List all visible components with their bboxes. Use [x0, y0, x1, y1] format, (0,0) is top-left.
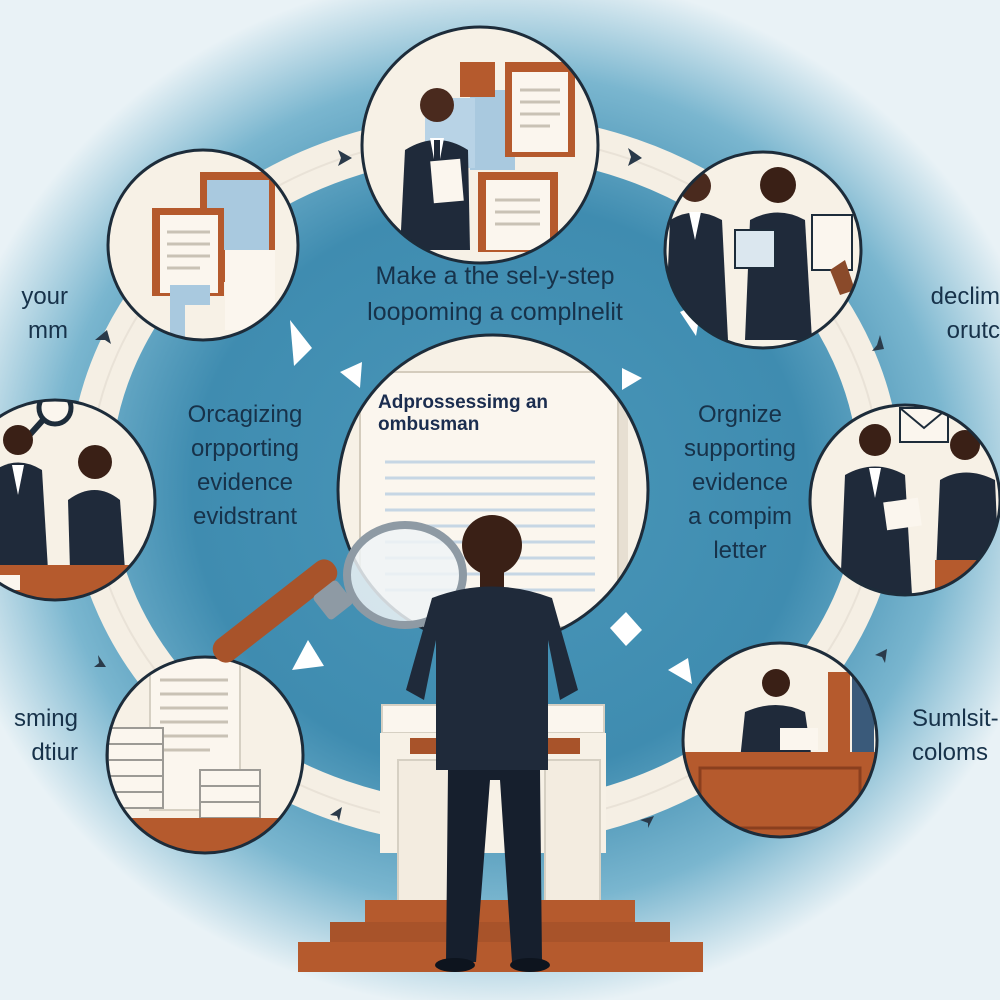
edge-label-right-bottom: Sumlsit- coloms	[912, 702, 1000, 770]
center-heading: Make a the sel-y-step loopoming a compln…	[330, 258, 660, 330]
center-heading-line: loopoming a complnelit	[367, 298, 623, 326]
edge-label-line: dtiur	[31, 739, 78, 766]
step-illustration-paperwork	[105, 655, 305, 855]
edge-label-line: mm	[28, 317, 68, 344]
edge-label-right-top: declim orutc	[918, 280, 1000, 348]
left-step-label-line: Orcagizing	[187, 401, 303, 428]
edge-label-line: orutc	[946, 317, 1000, 344]
left-step-label-line: evidence	[196, 469, 294, 496]
edge-label-line: declim	[930, 283, 1000, 310]
edge-label-left-bottom: sming dtiur	[0, 702, 78, 770]
arrow-icon	[330, 807, 342, 821]
left-step-label: Orcagizing orpporting evidence evidstran…	[165, 398, 325, 534]
right-step-label-line: evidence	[691, 469, 789, 496]
edge-label-line: Sumlsit-	[912, 705, 999, 732]
edge-label-line: your	[21, 283, 68, 310]
center-heading-line: Make a the sel-y-step	[375, 262, 615, 290]
center-arrow-marks	[290, 302, 702, 684]
right-step-label-line: Orgnize	[697, 401, 783, 428]
arrow-icon	[95, 330, 111, 344]
presenter-figure	[406, 515, 578, 972]
arrow-icon	[338, 150, 352, 166]
step-illustration-letter	[808, 403, 1000, 597]
step-illustration-submit	[681, 641, 879, 839]
arrow-icon	[640, 816, 654, 828]
document-title: Adprossessimg an ombusman	[378, 392, 588, 436]
right-step-label-line: supporting	[683, 435, 797, 462]
edge-label-line: sming	[13, 705, 78, 732]
left-step-label-line: orpporting	[190, 435, 300, 462]
arrow-icon	[628, 148, 642, 166]
right-step-label-line: letter	[713, 537, 767, 564]
step-illustration-documents	[106, 148, 300, 342]
step-illustration-review	[360, 25, 600, 265]
right-step-label-line: a compim	[687, 503, 793, 530]
step-illustration-evidence	[0, 398, 157, 602]
document-title-line: ombusman	[378, 414, 480, 435]
left-step-label-line: evidstrant	[192, 503, 298, 530]
ring-arrows	[94, 148, 887, 828]
arrow-icon	[872, 335, 884, 351]
arrow-icon	[94, 655, 106, 667]
arrow-icon	[875, 649, 887, 663]
step-illustration-meeting	[663, 150, 863, 350]
document-title-line: Adprossessimg an	[378, 392, 548, 413]
edge-label-line: coloms	[912, 739, 989, 766]
edge-label-left-top: your mm	[0, 280, 68, 348]
right-step-label: Orgnize supporting evidence a compim let…	[665, 398, 815, 568]
